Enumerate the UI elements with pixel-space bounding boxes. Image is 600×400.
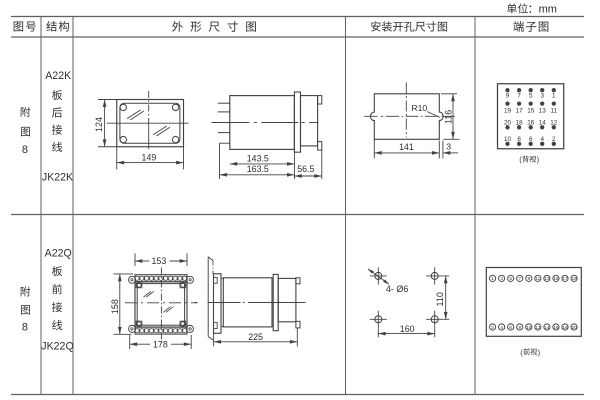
svg-text:13: 13: [539, 108, 547, 115]
svg-text:10: 10: [526, 325, 532, 330]
svg-text:16: 16: [553, 325, 559, 330]
svg-text:20: 20: [571, 325, 577, 330]
svg-text:(: (: [519, 155, 522, 164]
svg-text:160: 160: [400, 324, 415, 334]
svg-text:2: 2: [491, 325, 494, 330]
svg-text:11: 11: [551, 108, 558, 115]
svg-text:6: 6: [529, 136, 533, 143]
svg-text:143.5: 143.5: [247, 153, 269, 163]
svg-text:141: 141: [399, 142, 414, 152]
svg-text:20: 20: [504, 120, 512, 127]
svg-text:：mm: ：mm: [528, 3, 557, 15]
svg-text:7: 7: [518, 276, 521, 281]
svg-text:16: 16: [527, 120, 535, 127]
svg-text:12: 12: [550, 120, 558, 127]
svg-text:11: 11: [535, 276, 540, 281]
svg-text:19: 19: [571, 276, 577, 281]
svg-text:8: 8: [518, 325, 521, 330]
svg-text:A22K: A22K: [45, 70, 71, 82]
svg-text:5: 5: [509, 276, 512, 281]
svg-text:6: 6: [509, 325, 512, 330]
svg-text:8: 8: [517, 136, 521, 143]
svg-text:18: 18: [516, 120, 524, 127]
svg-text:R10: R10: [411, 103, 427, 113]
svg-text:18: 18: [562, 325, 568, 330]
svg-text:): ): [538, 348, 541, 357]
svg-text:JK22K: JK22K: [42, 172, 73, 184]
svg-text:A22Q: A22Q: [45, 248, 72, 260]
svg-text:110: 110: [435, 292, 445, 306]
svg-text:2: 2: [552, 136, 556, 143]
svg-text:158: 158: [110, 299, 120, 314]
svg-text:56.5: 56.5: [297, 164, 314, 174]
svg-text:178: 178: [153, 339, 168, 349]
svg-text:14: 14: [539, 120, 547, 127]
svg-text:9: 9: [527, 276, 530, 281]
svg-text:9: 9: [506, 93, 510, 100]
svg-text:3: 3: [540, 93, 544, 100]
svg-text:1: 1: [491, 276, 494, 281]
svg-text:163.5: 163.5: [247, 164, 269, 174]
svg-text:149: 149: [142, 153, 157, 163]
svg-text:): ): [537, 155, 540, 164]
svg-text:116: 116: [444, 110, 454, 124]
svg-text:7: 7: [517, 93, 521, 100]
svg-text:124: 124: [94, 117, 104, 132]
svg-text:3: 3: [446, 142, 451, 152]
svg-text:4: 4: [540, 136, 544, 143]
svg-text:8: 8: [22, 144, 28, 156]
svg-text:17: 17: [516, 108, 524, 115]
svg-text:8: 8: [22, 322, 28, 334]
svg-text:5: 5: [529, 93, 533, 100]
svg-text:153: 153: [151, 256, 166, 266]
svg-text:(: (: [520, 348, 523, 357]
svg-text:1: 1: [552, 93, 556, 100]
svg-text:15: 15: [527, 108, 535, 115]
svg-text:JK22Q: JK22Q: [41, 341, 73, 353]
svg-text:12: 12: [535, 325, 541, 330]
svg-text:17: 17: [562, 276, 568, 281]
svg-text:3: 3: [500, 276, 503, 281]
svg-text:14: 14: [544, 325, 550, 330]
svg-text:225: 225: [248, 332, 263, 342]
svg-text:10: 10: [504, 136, 512, 143]
svg-text:13: 13: [544, 276, 550, 281]
svg-text:4: 4: [500, 325, 503, 330]
svg-text:19: 19: [504, 108, 512, 115]
svg-text:15: 15: [553, 276, 559, 281]
svg-text:4- Ø6: 4- Ø6: [386, 284, 409, 294]
